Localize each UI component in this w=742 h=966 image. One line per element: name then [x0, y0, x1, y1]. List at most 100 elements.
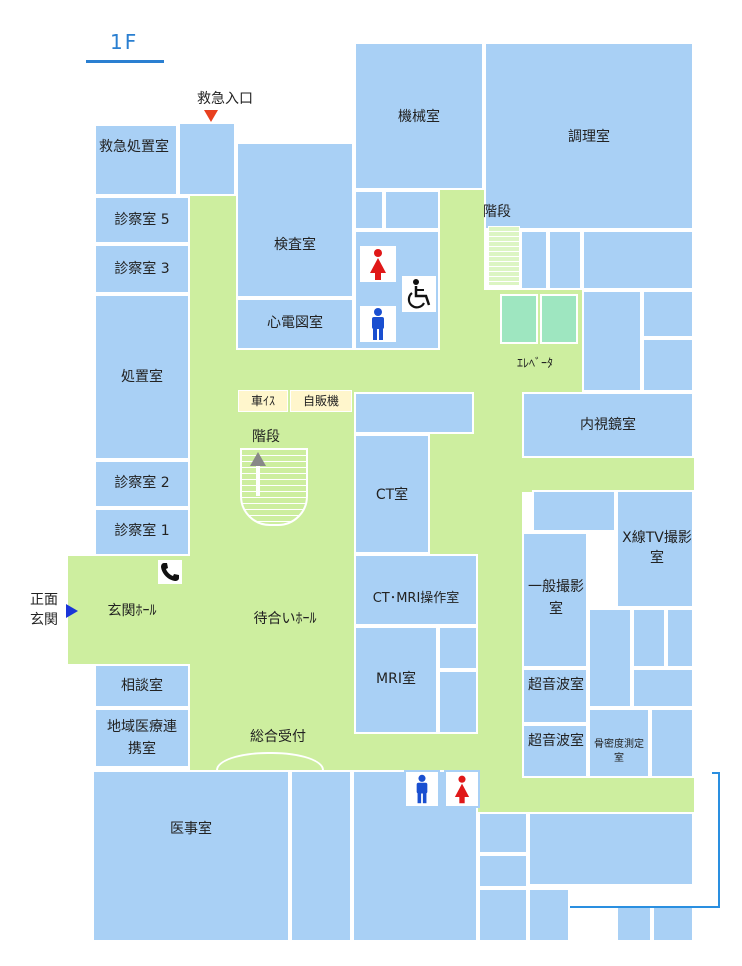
telephone: [158, 560, 182, 584]
room-xray-tv: [616, 490, 694, 608]
room-ct: [354, 434, 430, 554]
wheelchair-toilet: [400, 274, 438, 314]
label-ultrasound2: 超音波室: [528, 733, 584, 749]
corridor-south-east: [476, 772, 694, 812]
room-east-mid-1: [588, 608, 632, 708]
label-exam3: 診察室 3: [114, 261, 170, 277]
corridor-waiting: [190, 350, 356, 770]
telephone-icon: [161, 563, 179, 581]
room-small-b: [384, 190, 440, 230]
room-se-3: [478, 854, 528, 888]
label-exam2: 診察室 2: [114, 475, 170, 491]
arrow-up-icon: [250, 452, 266, 496]
label-ct-mri-control: CT･MRI操作室: [372, 591, 460, 606]
label-lab: 検査室: [274, 237, 316, 253]
tag-wheelchair: 車ｲｽ: [238, 390, 288, 412]
room-mri-side-1: [438, 626, 478, 670]
room-se-5: [528, 888, 570, 942]
label-emergency-entrance: 救急入口: [197, 91, 253, 107]
male-toilet-lower: [404, 770, 440, 808]
female-toilet-icon: [370, 249, 386, 280]
room-ne-6: [642, 338, 694, 392]
label-ecg: 心電図室: [267, 315, 323, 331]
room-south-block-2: [290, 770, 352, 942]
room-se-1: [478, 812, 528, 854]
room-consultation: [94, 664, 190, 708]
floor-title-text: 1F: [110, 30, 139, 54]
female-toilet-upper: [358, 244, 398, 284]
room-exam2: [94, 460, 190, 508]
elevator-1: [500, 294, 538, 344]
room-exam1: [94, 508, 190, 556]
connector-line: [712, 772, 720, 908]
room-emergency-treatment: [94, 124, 178, 196]
room-se-4: [478, 888, 528, 942]
room-se-7: [652, 906, 694, 942]
room-ne-2: [548, 230, 582, 290]
label-bone-density: 骨密度測定室: [594, 739, 644, 764]
room-ne-3: [582, 230, 694, 290]
label-ultrasound1: 超音波室: [528, 677, 584, 693]
label-front-entrance: 正面玄関: [30, 592, 58, 628]
label-elevator: ｴﾚﾍﾞｰﾀ: [516, 356, 553, 370]
label-ct: CT室: [375, 487, 409, 503]
room-ne-5: [642, 290, 694, 338]
room-ecg: [236, 298, 354, 350]
corridor-upper-right: [440, 190, 484, 352]
male-toilet-icon: [416, 774, 428, 804]
label-stairs-upper: 階段: [483, 204, 511, 220]
label-general-xray: 一般撮影室: [528, 579, 584, 617]
room-community-care: [94, 708, 190, 768]
room-east-mid-3: [666, 608, 694, 668]
label-entrance-hall: 玄関ﾎｰﾙ: [107, 603, 157, 619]
connector-line-bottom: [570, 906, 720, 908]
floor-title: 1F: [86, 30, 164, 63]
room-lab: [236, 142, 354, 298]
label-community-care: 地域医療連携室: [107, 719, 177, 757]
label-medical-affairs: 医事室: [170, 821, 212, 837]
room-mri: [354, 626, 438, 734]
room-bone-density: [588, 708, 650, 778]
label-exam1: 診察室 1: [114, 523, 170, 539]
label-exam5: 診察室 5: [114, 212, 170, 228]
male-toilet-icon: [372, 308, 384, 340]
room-east-top: [532, 490, 616, 532]
front-entrance-marker: [66, 604, 78, 618]
room-small-a: [354, 190, 384, 230]
room-ultrasound2: [522, 724, 588, 778]
room-ct-mri-control: [354, 554, 478, 626]
label-reception: 総合受付: [250, 729, 306, 745]
room-ne-1: [520, 230, 548, 290]
stairs-upper: [488, 226, 520, 286]
room-medical-affairs: [92, 770, 290, 942]
room-east-low: [650, 708, 694, 778]
tag-vending: 自販機: [290, 390, 352, 412]
room-ultrasound1: [522, 668, 588, 724]
label-consultation: 相談室: [121, 678, 163, 694]
room-central-a: [354, 392, 474, 434]
male-toilet-upper: [358, 304, 398, 344]
female-toilet-icon: [454, 775, 470, 804]
room-endoscopy: [522, 392, 694, 458]
label-stairs-center: 階段: [252, 429, 280, 445]
room-treatment: [94, 294, 190, 460]
room-se-2: [528, 812, 694, 886]
stairs-center: [240, 448, 308, 526]
room-kitchen: [484, 42, 694, 230]
room-mri-side-2: [438, 670, 478, 734]
label-xray-tv: X線TV撮影室: [622, 530, 692, 566]
room-exam3: [94, 244, 190, 294]
corridor-east: [470, 458, 694, 492]
wheelchair-icon: [407, 279, 431, 309]
label-mri: MRI室: [376, 671, 416, 687]
elevator-2: [540, 294, 578, 344]
room-east-mid-2: [632, 608, 666, 668]
label-endoscopy: 内視鏡室: [580, 417, 636, 433]
label-kitchen: 調理室: [568, 129, 610, 145]
label-treatment: 処置室: [121, 369, 163, 385]
room-general-xray: [522, 532, 588, 668]
room-east-mid-4: [632, 668, 694, 708]
room-exam5: [94, 196, 190, 244]
room-se-6: [616, 906, 652, 942]
label-machine: 機械室: [398, 109, 440, 125]
